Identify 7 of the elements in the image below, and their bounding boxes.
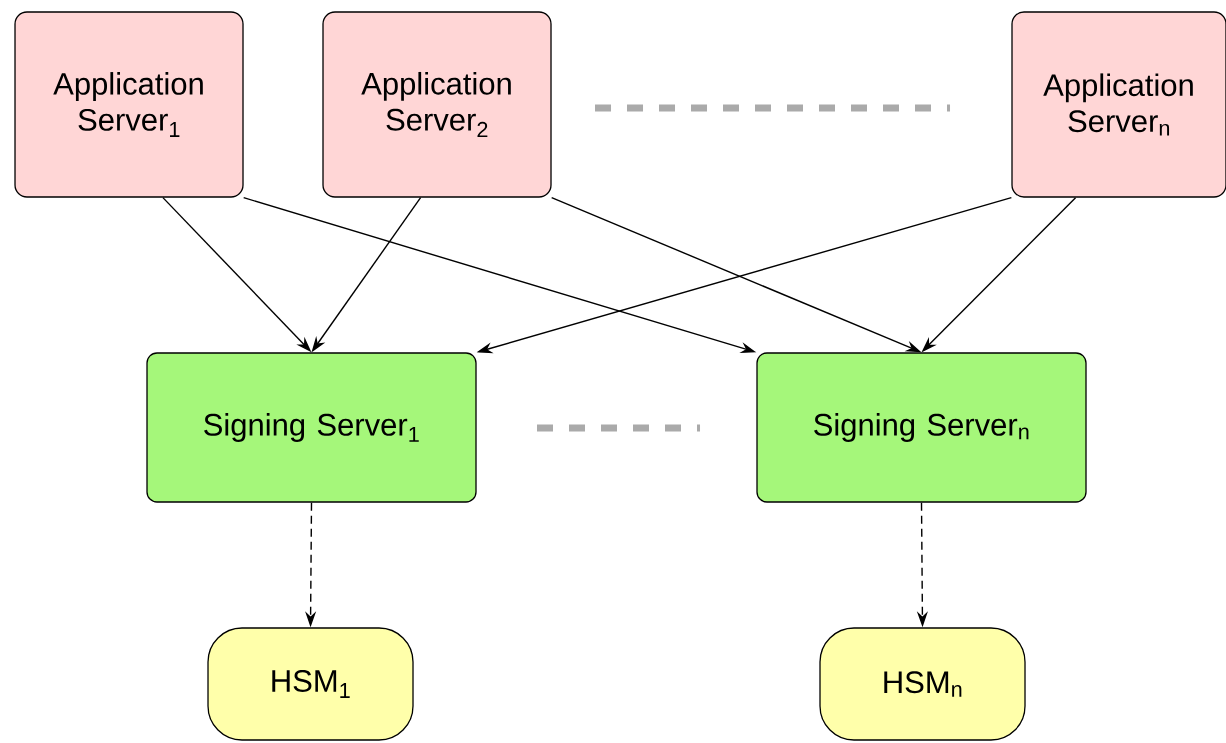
hsm-box: HSM$_{1}$ — [207, 627, 414, 741]
server-box: Signing Server$_{1}$ — [146, 352, 477, 503]
server-box: Application Server$_{1}$ — [14, 11, 244, 198]
server-box: Signing Server$_{n}$ — [756, 352, 1087, 503]
server-box: Application Server$_{n}$ — [1011, 11, 1226, 198]
server-box: Application Server$_{2}$ — [322, 11, 552, 198]
hsm-box: HSM$_{n}$ — [819, 627, 1026, 741]
